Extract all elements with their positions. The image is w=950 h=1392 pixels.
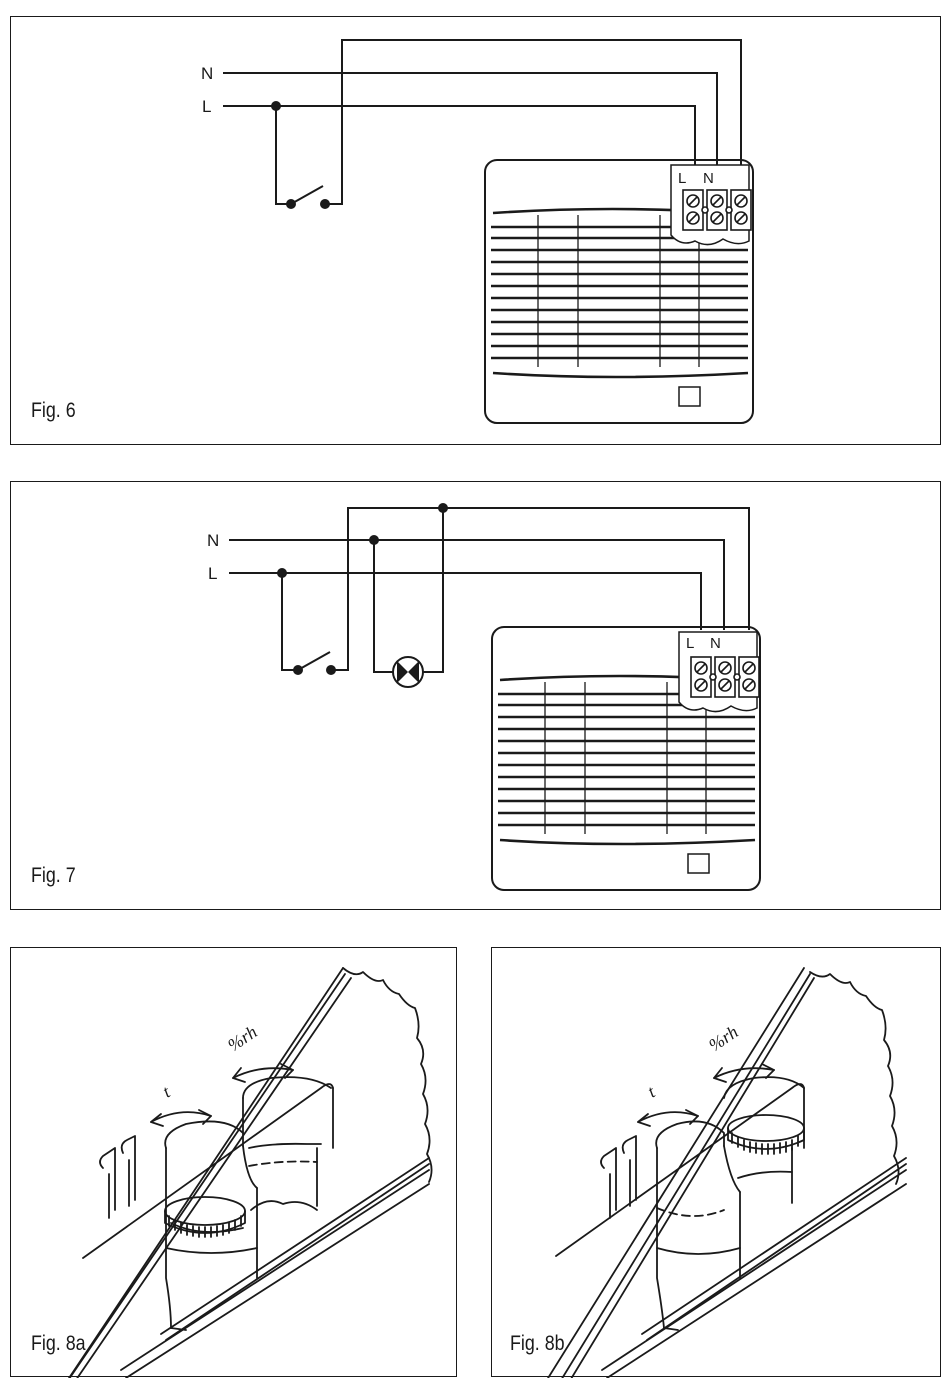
terminal-label-n: N (703, 170, 714, 187)
indicator-window (679, 387, 700, 406)
neutral-wire (229, 540, 724, 630)
terminal-block (683, 190, 751, 230)
fig7-wiring-diagram: N L (11, 482, 942, 911)
junction-dot (438, 503, 448, 513)
symbol-t: t (159, 1081, 174, 1101)
switch-contact (320, 199, 330, 209)
lamp-live-wire (423, 508, 443, 672)
wire-label-n: N (201, 64, 213, 83)
indicator-window (688, 854, 709, 873)
live-wire (229, 573, 701, 630)
fig8b-drawing: t %rh (492, 948, 942, 1378)
switch-feed-wire (282, 573, 298, 670)
figure-caption: Fig. 8a (31, 1332, 86, 1356)
switch-feed-wire (276, 106, 291, 204)
switch-contact (326, 665, 336, 675)
terminal-label-l: L (678, 170, 686, 187)
switch-blade (291, 186, 323, 204)
fig8a-panel: t %rh Fig. 8a (10, 947, 457, 1377)
junction-dot (271, 101, 281, 111)
junction-dot (277, 568, 287, 578)
fig8b-panel: t %rh Fig. 8b (491, 947, 941, 1377)
figure-caption: Fig. 8b (510, 1332, 565, 1356)
figure-caption: Fig. 6 (31, 399, 76, 423)
lamp-symbol (393, 657, 423, 687)
terminal-label-n: N (710, 635, 721, 652)
fig8a-drawing: t %rh (11, 948, 458, 1378)
switch-contact (293, 665, 303, 675)
lamp-neutral-wire (374, 540, 393, 672)
fig6-wiring-diagram: N L (11, 17, 942, 446)
junction-dot (369, 535, 379, 545)
terminal-block (691, 657, 759, 697)
wire-label-n: N (207, 531, 219, 550)
fig6-panel: N L (10, 16, 941, 445)
symbol-t: t (644, 1081, 659, 1101)
symbol-rh: %rh (224, 1022, 261, 1056)
terminal-label-l: L (686, 635, 694, 652)
wire-label-l: L (202, 97, 211, 116)
switch-contact (286, 199, 296, 209)
symbol-rh: %rh (705, 1022, 742, 1056)
fig7-panel: N L (10, 481, 941, 910)
wire-label-l: L (208, 564, 217, 583)
live-wire (223, 106, 695, 167)
neutral-wire (223, 73, 717, 167)
figure-caption: Fig. 7 (31, 864, 76, 888)
switch-blade (298, 652, 330, 670)
